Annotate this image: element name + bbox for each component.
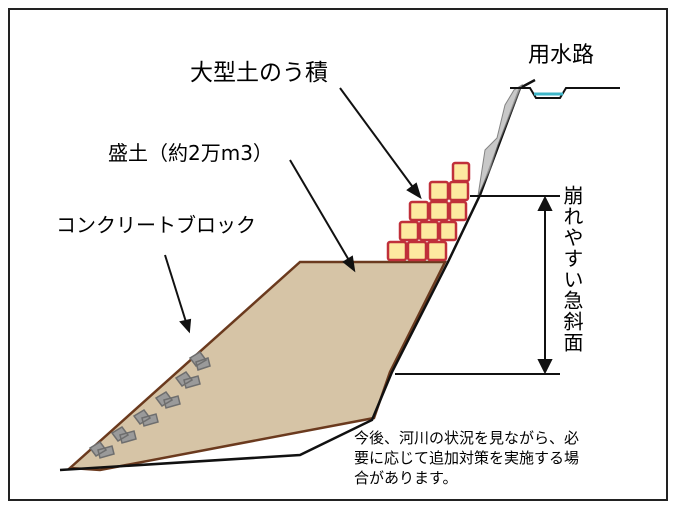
sandbag: [438, 220, 458, 242]
sandbag-label: 大型土のう積: [190, 60, 328, 86]
steep-slope-texture: [477, 83, 524, 197]
channel-outline: [510, 87, 620, 99]
sandbag: [451, 161, 471, 183]
sandbag: [408, 200, 430, 222]
pointer-arrows: [164, 87, 422, 334]
channel-label: 用水路: [528, 43, 594, 68]
concrete-block: [154, 391, 181, 409]
sandbag: [418, 220, 440, 242]
note-text: 今後、河川の状況を見ながら、必 要に応じて追加対策を実施する場 合があります。: [354, 429, 580, 487]
slope-dimension: [395, 195, 560, 375]
sandbag: [428, 200, 450, 222]
embankment-fill: [66, 260, 448, 472]
concrete-blocks: [88, 351, 211, 459]
sandbag: [448, 180, 470, 202]
embankment-label: 盛土（約2万m3）: [108, 141, 273, 165]
sandbag-stack: [386, 161, 471, 262]
sandbag: [398, 220, 420, 242]
sandbag: [386, 240, 408, 262]
sandbag: [406, 240, 428, 262]
concrete-block: [174, 371, 201, 389]
sandbag: [426, 240, 448, 262]
concrete-block: [88, 441, 115, 459]
sandbag: [428, 180, 450, 202]
blocks-label: コンクリートブロック: [56, 213, 256, 237]
concrete-block: [110, 426, 137, 444]
steep-slope-label: 崩れやすい急斜面: [560, 185, 584, 353]
concrete-block: [188, 351, 211, 371]
concrete-block: [132, 409, 159, 427]
sandbag: [448, 200, 468, 222]
diagram-frame: [8, 8, 668, 501]
